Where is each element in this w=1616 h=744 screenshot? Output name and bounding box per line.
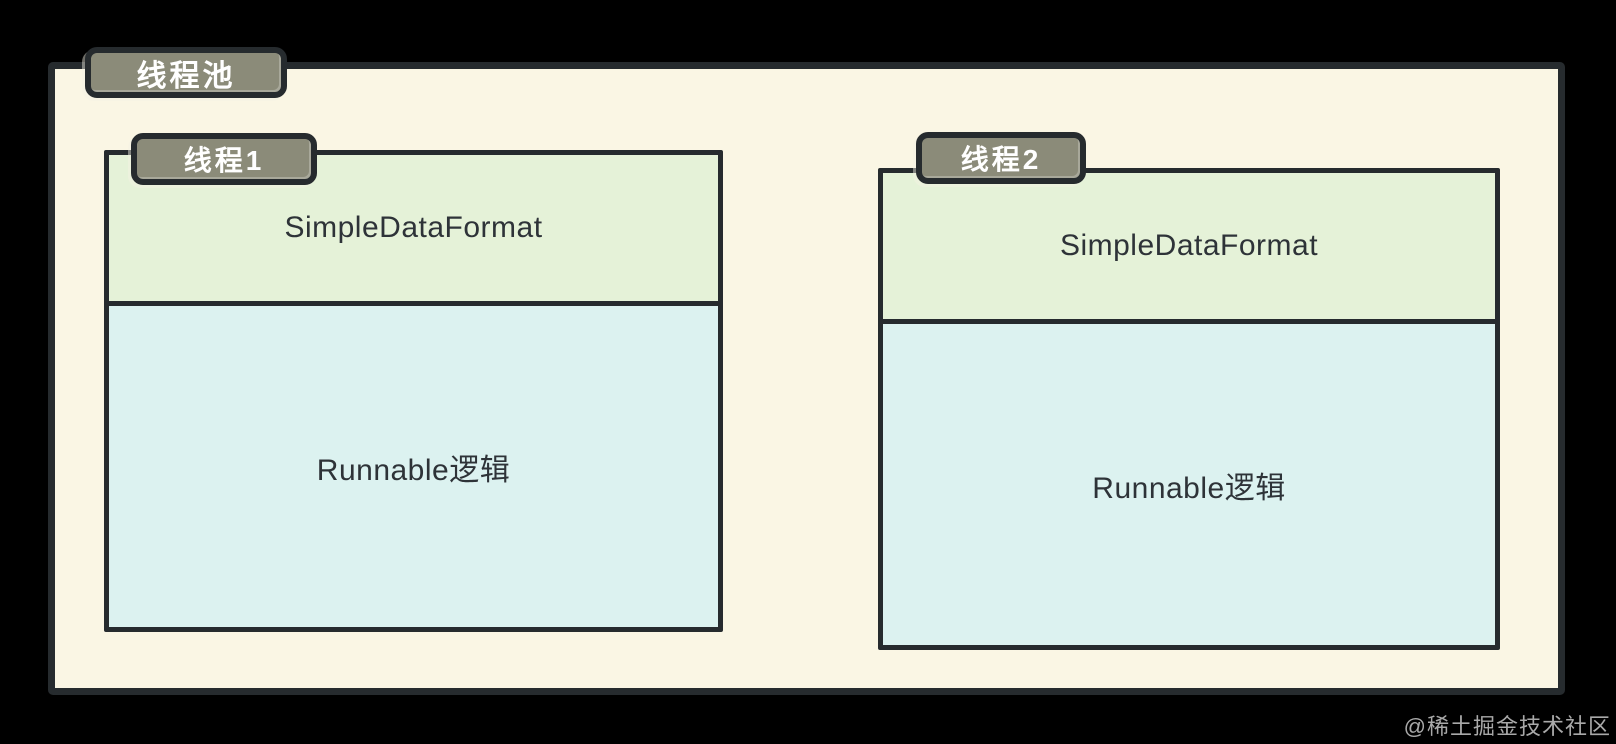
thread1-simpledataformat-label: SimpleDataFormat [284, 211, 543, 244]
thread1-tab-label: 线程1 [183, 145, 265, 176]
thread1-tab: 线程1 [131, 133, 317, 185]
thread-pool-tab-label: 线程池 [136, 59, 236, 93]
thread2-runnable-label: Runnable逻辑 [1092, 471, 1286, 505]
thread1-runnable-label: Runnable逻辑 [316, 453, 511, 487]
thread2-simpledataformat-label: SimpleDataFormat [1059, 229, 1319, 262]
watermark: @稀土掘金技术社区 [1403, 714, 1611, 739]
thread1-box: SimpleDataFormat Runnable逻辑 [104, 150, 723, 632]
thread2-box: SimpleDataFormat Runnable逻辑 [878, 168, 1500, 650]
thread2-runnable-section: Runnable逻辑 [883, 324, 1495, 645]
thread2-simpledataformat-section: SimpleDataFormat [883, 173, 1495, 324]
thread1-runnable-section: Runnable逻辑 [109, 306, 718, 627]
thread2-tab-label: 线程2 [960, 144, 1042, 175]
thread-pool-tab: 线程池 [85, 47, 287, 98]
thread2-tab: 线程2 [916, 132, 1086, 184]
